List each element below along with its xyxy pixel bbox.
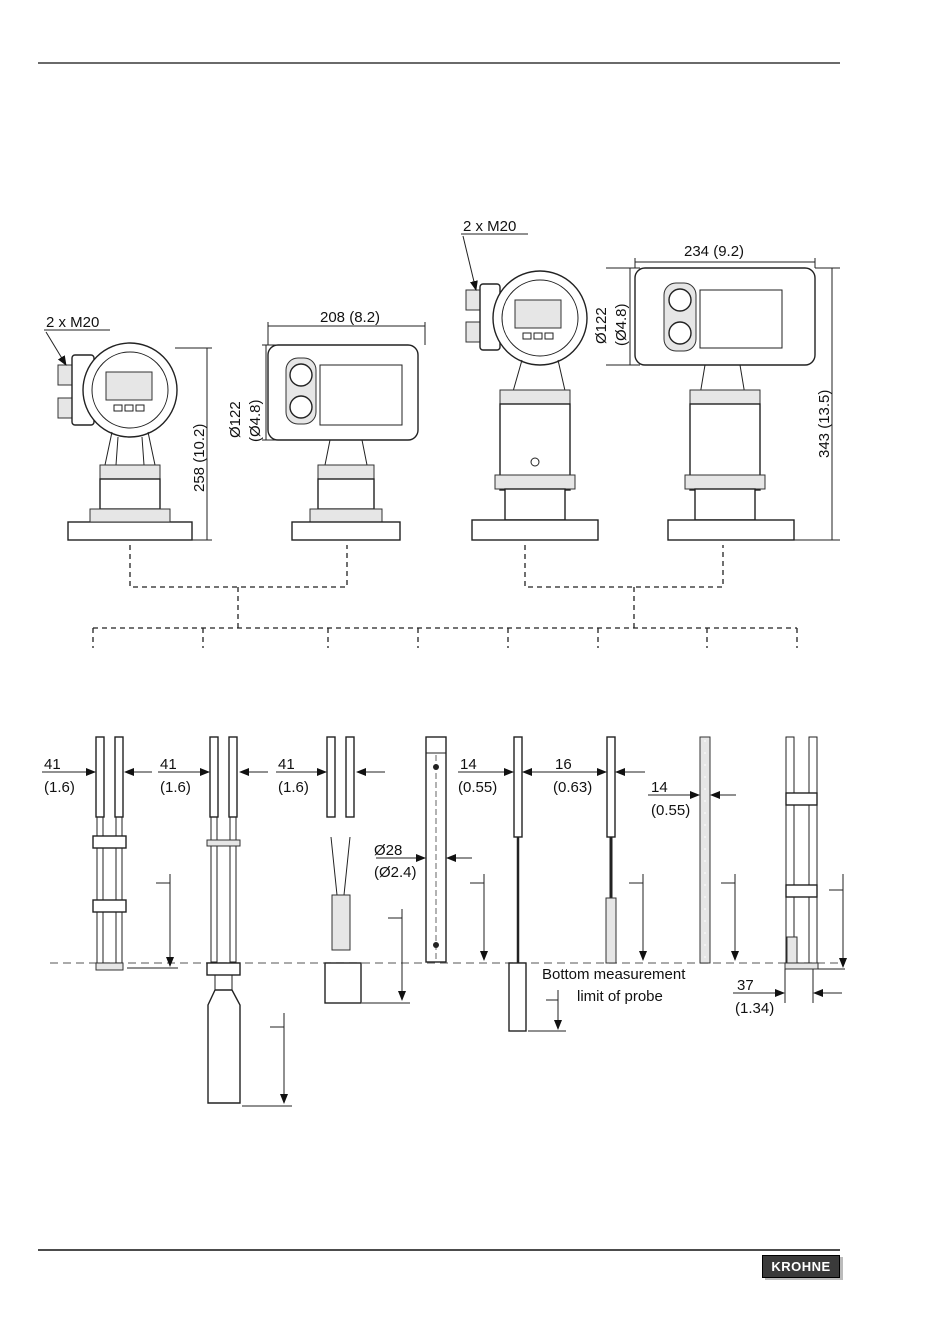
svg-text:41: 41 (44, 756, 61, 773)
svg-text:Ø122: Ø122 (227, 401, 244, 438)
probe-single-cable: 14 (0.55) (458, 736, 566, 1032)
connector-tree (92, 545, 798, 648)
svg-text:2 x M20: 2 x M20 (46, 314, 99, 331)
svg-text:14: 14 (460, 756, 477, 773)
bottom-limit-annotation: Bottom measurement limit of probe (542, 966, 686, 1005)
probe-twin-cable-weight: 41 (1.6) (158, 736, 292, 1107)
housing-compact-front-view (57, 342, 193, 541)
svg-text:(1.6): (1.6) (44, 779, 75, 796)
svg-text:37: 37 (737, 977, 754, 994)
svg-text:208 (8.2): 208 (8.2) (320, 309, 380, 326)
svg-text:41: 41 (278, 756, 295, 773)
dimension-width-2: 234 (9.2) (634, 243, 816, 268)
svg-text:(1.6): (1.6) (278, 779, 309, 796)
svg-text:Ø28: Ø28 (374, 842, 402, 859)
dimension-diameter-2: Ø122 (Ø4.8) (593, 267, 640, 366)
svg-text:14: 14 (651, 779, 668, 796)
housing-extended-front-view (465, 270, 599, 541)
svg-text:limit of probe: limit of probe (577, 988, 663, 1005)
dimension-height-2: 343 (13.5) (794, 267, 840, 541)
dimension-diameter-1: Ø122 (Ø4.8) (227, 344, 278, 442)
dimension-glands-2: 2 x M20 (461, 218, 528, 291)
probe-single-cable-8mm: 16 (0.63) (552, 736, 647, 964)
krohne-logo: KROHNE (762, 1255, 840, 1278)
housing-compact-side-view (267, 344, 419, 541)
svg-text:(Ø4.8): (Ø4.8) (613, 303, 630, 346)
dimension-height-1: 258 (10.2) (175, 347, 212, 541)
svg-text:(0.63): (0.63) (553, 779, 592, 796)
dimension-glands-1: 2 x M20 (44, 314, 110, 366)
svg-text:(0.55): (0.55) (651, 802, 690, 819)
probe-twin-rod: 41 (1.6) (42, 736, 178, 971)
probe-twin-cable: 41 (1.6) (276, 736, 410, 1004)
svg-text:Ø122: Ø122 (593, 307, 610, 344)
svg-text:(Ø4.8): (Ø4.8) (247, 399, 264, 442)
probe-single-rod: 14 (0.55) (648, 736, 739, 964)
probe-coaxial: Ø28 (Ø2.4) (374, 736, 488, 963)
svg-text:(0.55): (0.55) (458, 779, 497, 796)
svg-text:41: 41 (160, 756, 177, 773)
svg-text:(Ø2.4): (Ø2.4) (374, 864, 417, 881)
svg-text:16: 16 (555, 756, 572, 773)
svg-text:258 (10.2): 258 (10.2) (191, 424, 208, 492)
svg-text:343 (13.5): 343 (13.5) (816, 390, 833, 458)
svg-text:2 x M20: 2 x M20 (463, 218, 516, 235)
svg-text:(1.6): (1.6) (160, 779, 191, 796)
svg-text:234 (9.2): 234 (9.2) (684, 243, 744, 260)
svg-text:(1.34): (1.34) (735, 1000, 774, 1017)
dimension-width-1: 208 (8.2) (267, 309, 426, 345)
housing-extended-side-view (634, 267, 816, 541)
probe-twin-rod-large: 37 (1.34) (733, 736, 847, 1017)
svg-text:Bottom measurement: Bottom measurement (542, 966, 686, 983)
